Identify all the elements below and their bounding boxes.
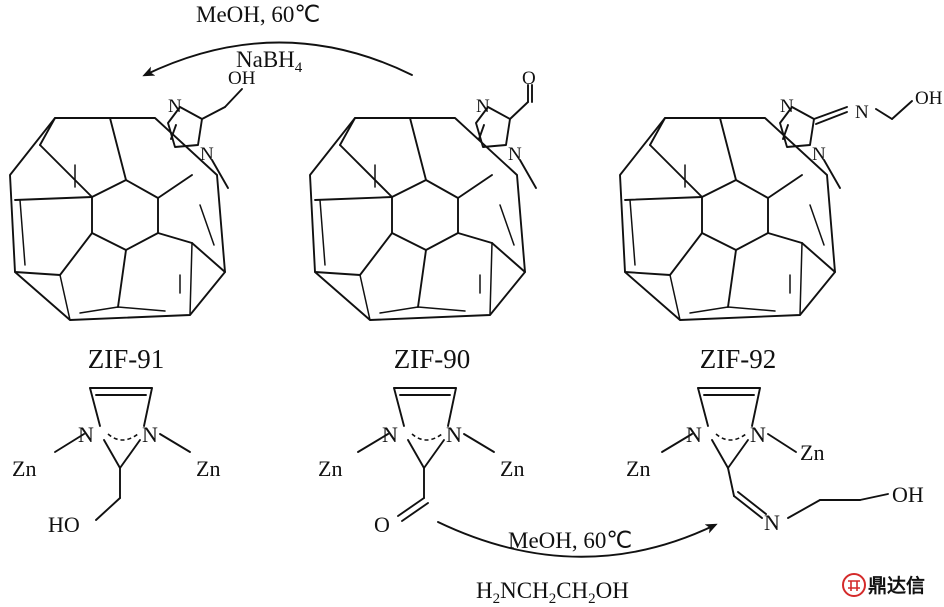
zif91-n-top: N xyxy=(168,96,182,117)
zif91-cage xyxy=(9,117,226,321)
zif92-n-top: N xyxy=(780,96,794,117)
zif90-n-bottom: N xyxy=(508,144,522,165)
zif92-zn-right: Zn xyxy=(800,440,824,465)
zif91-zn-left: Zn xyxy=(12,456,36,481)
zif92-n-bottom: N xyxy=(812,144,826,165)
zif91-oh-label: OH xyxy=(228,68,256,89)
zif92-cage xyxy=(619,117,836,321)
zif91-imidazolate xyxy=(54,387,191,521)
zif92-n-imine: N xyxy=(855,102,869,123)
zif92-zn-left: Zn xyxy=(626,456,650,481)
zif92-struct-oh: OH xyxy=(892,482,924,507)
zif90-cage xyxy=(309,117,526,321)
zif90-struct-n-right: N xyxy=(446,422,462,447)
zif92-struct-n-imine: N xyxy=(764,510,780,535)
zif90-label: ZIF-90 xyxy=(394,344,471,374)
bottom-condition-text: MeOH, 60℃ xyxy=(508,528,632,553)
zif91-label: ZIF-91 xyxy=(88,344,165,374)
watermark-text: 鼎达信 xyxy=(868,574,925,597)
zif90-zn-left: Zn xyxy=(318,456,342,481)
zif90-imidazolate xyxy=(357,387,495,522)
zif91-linker xyxy=(167,88,243,148)
zif92-struct-n-left: N xyxy=(686,422,702,447)
bottom-reaction-arrow xyxy=(437,521,718,558)
zif90-o-label: O xyxy=(522,68,536,89)
top-condition-text: MeOH, 60℃ xyxy=(196,2,320,27)
zif91-struct-ho: HO xyxy=(48,512,80,537)
zif92-linker xyxy=(779,100,913,148)
zif91-n-bottom: N xyxy=(200,144,214,165)
zif91-struct-n-right: N xyxy=(142,422,158,447)
zif91-struct-n-left: N xyxy=(78,422,94,447)
zif90-zn-right: Zn xyxy=(500,456,524,481)
zif91-zn-right: Zn xyxy=(196,456,220,481)
bottom-reagent-text: H2NCH2CH2OH xyxy=(476,578,629,607)
zif92-struct-n-right: N xyxy=(750,422,766,447)
zif92-oh-label: OH xyxy=(915,88,943,109)
zif90-struct-o: O xyxy=(374,512,390,537)
zif90-struct-n-left: N xyxy=(382,422,398,447)
zif92-label: ZIF-92 xyxy=(700,344,777,374)
zif90-linker xyxy=(475,84,533,148)
top-reaction-arrow xyxy=(142,41,413,77)
zif90-n-top: N xyxy=(476,96,490,117)
zif92-imidazolate xyxy=(661,387,889,519)
top-reagent-text: NaBH4 xyxy=(236,47,303,76)
watermark-logo-icon xyxy=(842,573,866,597)
watermark: 鼎达信 xyxy=(842,573,925,597)
